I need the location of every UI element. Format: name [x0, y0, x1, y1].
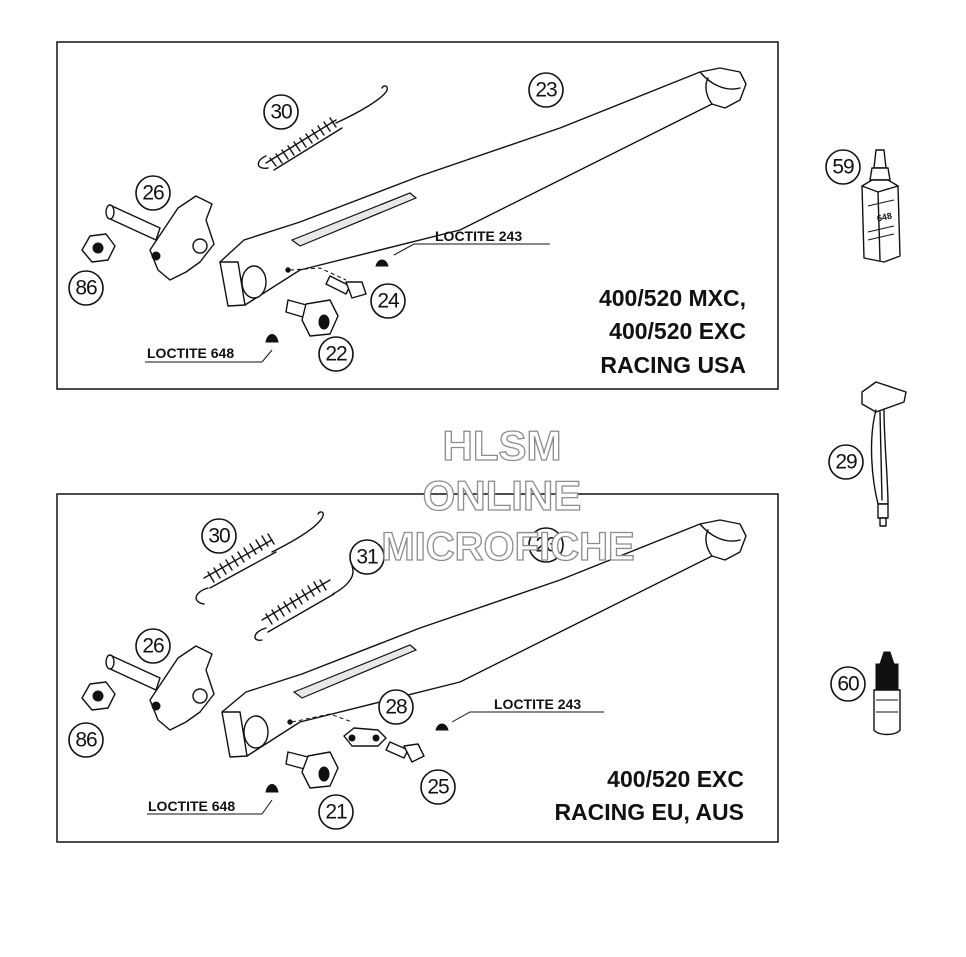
loctite-243-label: LOCTITE 243 [435, 228, 522, 244]
callout-25: 25 [420, 769, 456, 805]
callout-30: 30 [263, 94, 299, 130]
model-line-2: 400/520 EXC [609, 318, 746, 344]
svg-text:23: 23 [535, 79, 557, 102]
plate-28 [343, 727, 387, 747]
nut-86-b [81, 681, 116, 711]
watermark-line-1: HLSM [443, 422, 562, 469]
tool-29 [861, 381, 907, 527]
callout-30-b: 30 [201, 518, 237, 554]
callout-23-b: 23 [528, 527, 564, 563]
callout-22: 22 [318, 336, 354, 372]
svg-text:25: 25 [427, 776, 449, 799]
model-line-2-b: RACING EU, AUS [554, 799, 744, 825]
sidestand-23 [219, 67, 747, 307]
nut-86 [81, 233, 116, 263]
callout-24: 24 [370, 283, 406, 319]
callout-86: 86 [68, 270, 104, 306]
bolt-22 [265, 299, 339, 343]
svg-text:26: 26 [142, 635, 164, 658]
bottle-label: 648 [876, 211, 893, 224]
callout-23: 23 [528, 72, 564, 108]
loctite-243-label-b: LOCTITE 243 [494, 696, 581, 712]
callout-29: 29 [828, 444, 864, 480]
spring-30-b [195, 511, 325, 605]
pivot-26-b [105, 645, 215, 731]
watermark-line-2: ONLINE [423, 472, 582, 519]
bolt-21 [265, 751, 339, 793]
loctite-648-label: LOCTITE 648 [147, 345, 234, 361]
callout-26: 26 [135, 175, 171, 211]
callout-86-b: 86 [68, 722, 104, 758]
svg-text:23: 23 [535, 534, 557, 557]
svg-text:22: 22 [325, 343, 347, 366]
svg-text:86: 86 [75, 277, 97, 300]
svg-text:60: 60 [837, 673, 859, 696]
svg-text:30: 30 [270, 101, 292, 124]
model-line-1: 400/520 MXC, [599, 285, 746, 311]
svg-text:29: 29 [835, 451, 857, 474]
callout-21: 21 [318, 794, 354, 830]
bolt-25 [385, 723, 449, 763]
svg-text:21: 21 [325, 801, 347, 824]
svg-text:24: 24 [377, 290, 400, 313]
loctite-648-label-b: LOCTITE 648 [148, 798, 235, 814]
svg-text:86: 86 [75, 729, 97, 752]
model-line-1-b: 400/520 EXC [607, 766, 744, 792]
callout-26-b: 26 [135, 628, 171, 664]
panel-bottom: 30 31 23 26 86 28 25 21 LOCTITE 243 LOCT… [56, 493, 779, 843]
panel-top: 30 23 26 86 24 22 LOCTITE 243 LOCTITE 64… [56, 41, 779, 390]
callout-28: 28 [378, 689, 414, 725]
callout-60: 60 [830, 666, 866, 702]
watermark: HLSM ONLINE MICROFICHE [381, 421, 636, 569]
sidestand-23-b [221, 519, 747, 758]
panel-top-frame [56, 41, 779, 390]
panel-bottom-frame [56, 493, 779, 843]
spring-31 [254, 565, 354, 641]
callout-59: 59 [825, 149, 861, 185]
watermark-line-3: MICROFICHE [381, 525, 634, 569]
spring-30 [257, 85, 389, 171]
bottle-60 [873, 651, 901, 736]
model-line-3: RACING USA [600, 352, 746, 378]
bolt-24 [325, 259, 389, 299]
pivot-26 [105, 195, 215, 281]
svg-text:28: 28 [385, 696, 407, 719]
svg-text:26: 26 [142, 182, 164, 205]
loctite-bottle-59: 648 [861, 149, 901, 263]
svg-text:30: 30 [208, 525, 230, 548]
svg-text:59: 59 [832, 156, 854, 179]
svg-text:31: 31 [356, 546, 378, 569]
callout-31: 31 [349, 539, 385, 575]
